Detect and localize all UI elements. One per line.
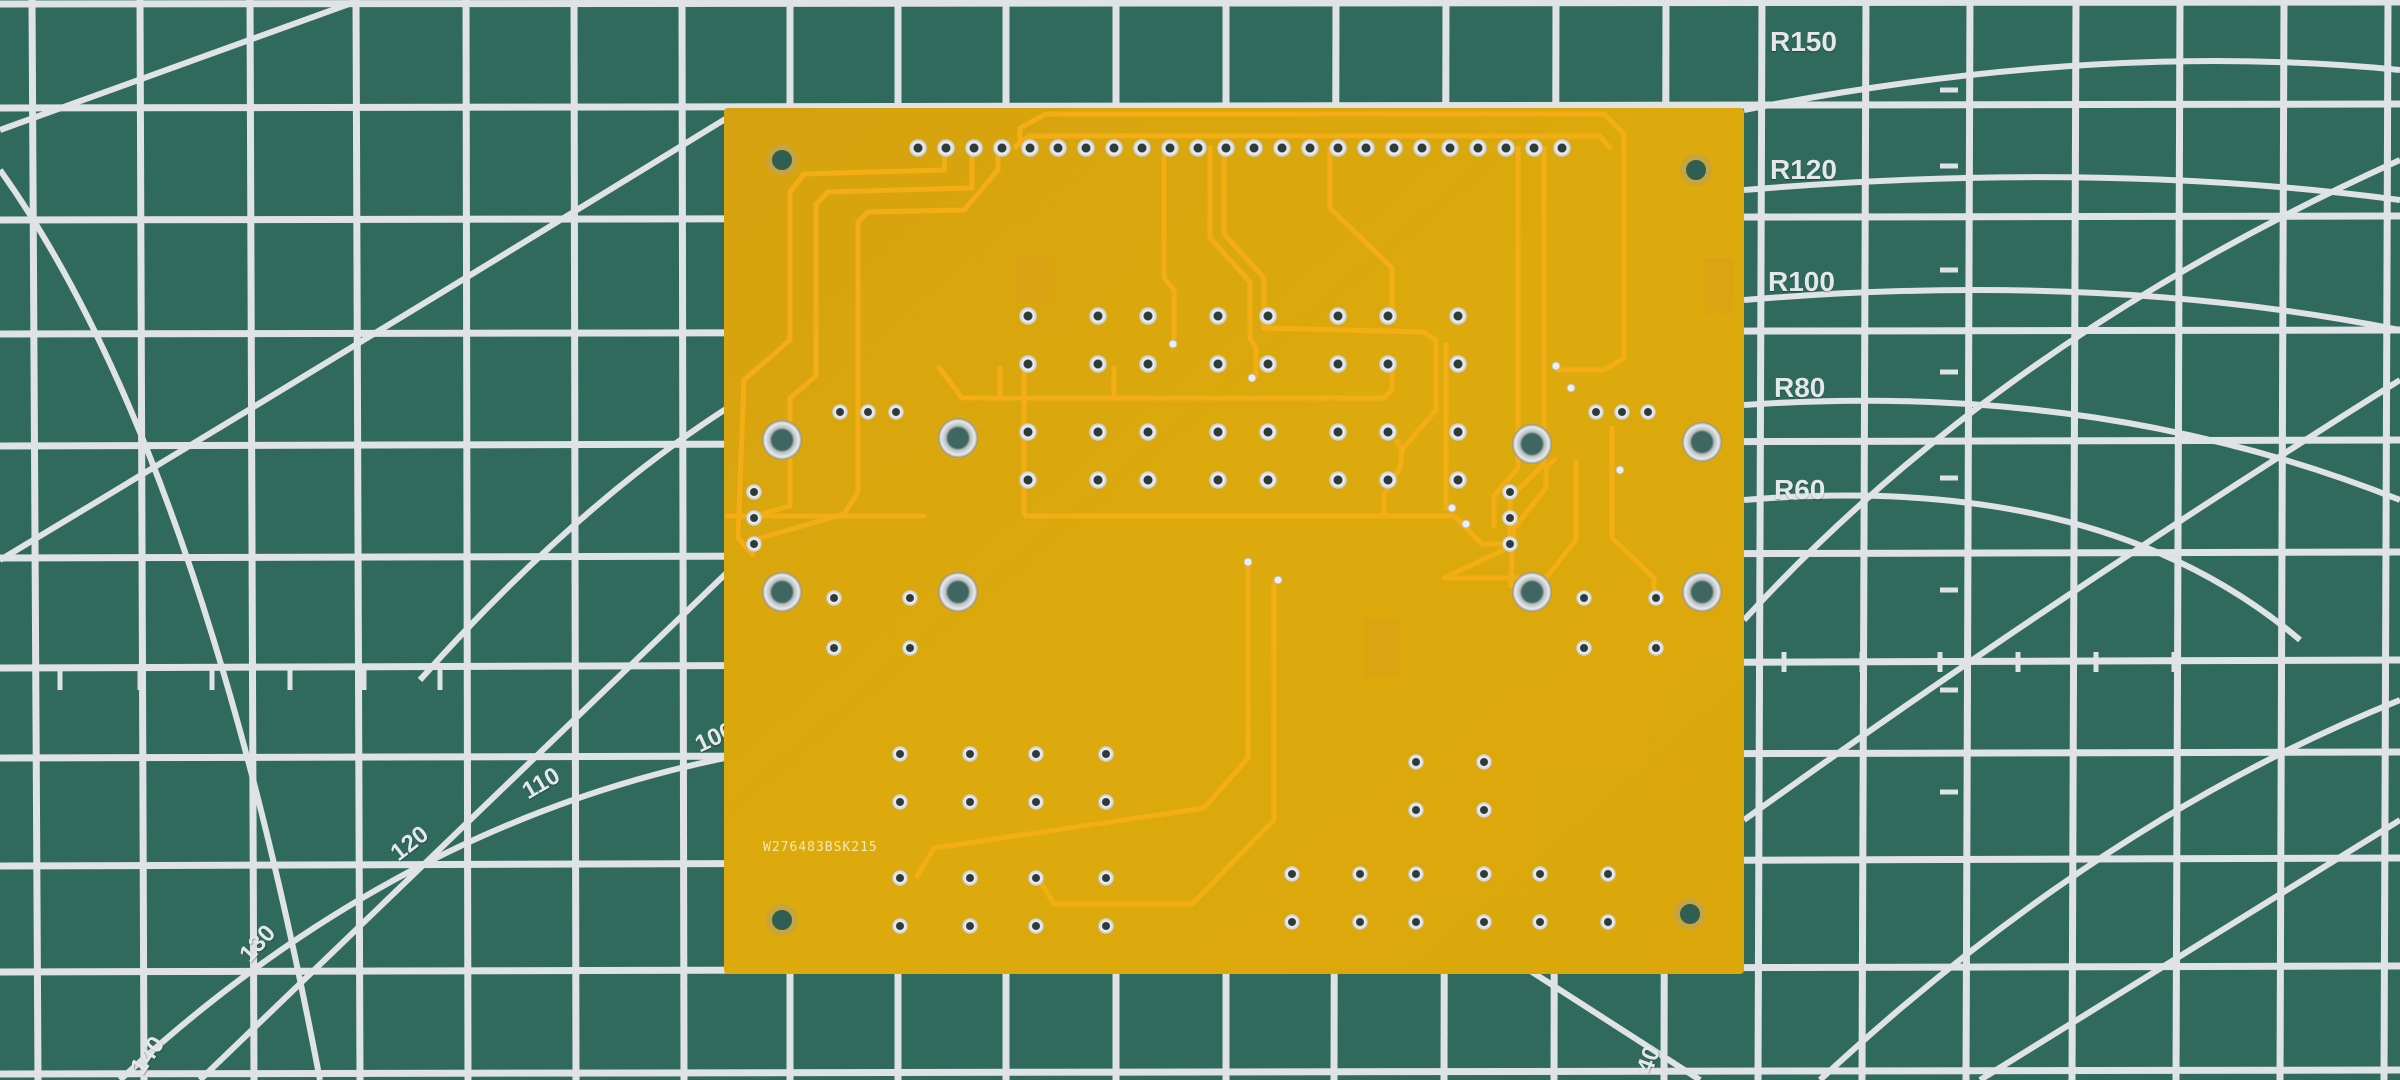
pcb-silkscreen-code: W276483BSK215: [763, 840, 878, 855]
mat-radius-label-r80: R80: [1774, 372, 1826, 403]
bottom-left-pad-grid: [892, 746, 1114, 934]
pcb-board: [724, 108, 1744, 974]
vias: [1168, 339, 1625, 585]
small-pads: [746, 404, 1664, 656]
pad-row-3: [1019, 423, 1467, 441]
mat-radius-label-r120: R120: [1770, 154, 1837, 185]
relay-pads: [1019, 307, 1467, 489]
mat-radius-label-r150: R150: [1770, 26, 1837, 57]
bottom-right-pad-grid: [1284, 754, 1616, 930]
large-mounting-pads: [762, 418, 1722, 612]
mounting-holes: [766, 144, 1712, 936]
pad-row-4: [1019, 471, 1467, 489]
mat-ticks: [57, 87, 2177, 795]
mat-radius-label-r100: R100: [1768, 266, 1835, 297]
header-pins: [909, 139, 1571, 157]
faint-marking: [1016, 258, 1734, 678]
mat-radius-label-r60: R60: [1774, 474, 1826, 505]
pad-row-1: [1019, 307, 1467, 325]
pad-row-2: [1019, 355, 1467, 373]
